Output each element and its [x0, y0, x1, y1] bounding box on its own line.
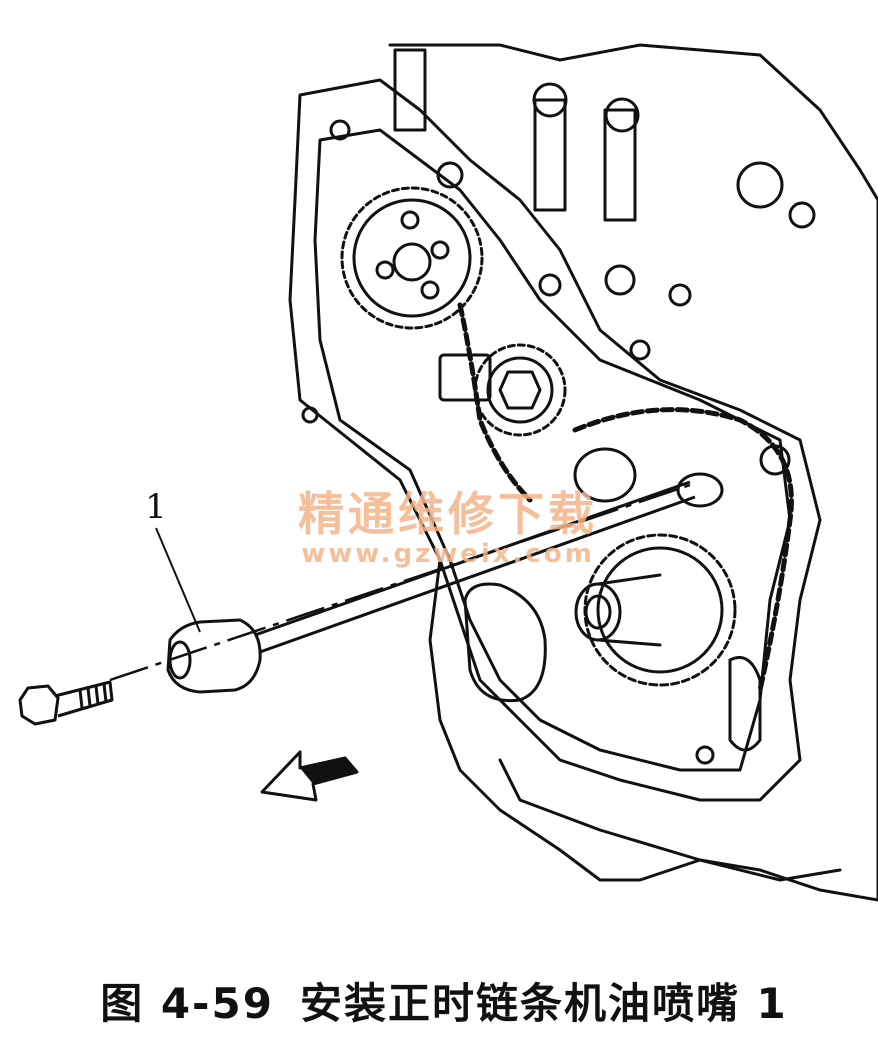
cam-sprocket-outer [340, 186, 484, 330]
engine-block-outline [388, 43, 878, 902]
idler-sprocket [486, 356, 554, 424]
oil-pan-edge [498, 758, 842, 882]
figure-number: 图 4-59 [100, 978, 274, 1028]
oil-nozzle-bore [168, 640, 192, 680]
oil-nozzle-tube [254, 480, 696, 654]
crank-sprocket-outer [583, 533, 737, 687]
idler-bolt [498, 370, 542, 410]
bolt-shank [54, 680, 114, 718]
oil-nozzle-body [166, 618, 262, 694]
figure-caption: 图 4-59 安装正时链条机油喷嘴 1 [0, 960, 878, 1040]
caption-text: 安装正时链条机油喷嘴 1 [299, 978, 788, 1028]
cam-sprocket-hole-4 [420, 280, 440, 300]
stud-1 [393, 48, 427, 132]
bolt-head-4 [788, 201, 816, 229]
cover-bolt-1 [329, 119, 351, 141]
nozzle-bore [676, 472, 724, 508]
chain-tensioner [438, 353, 492, 402]
crank-sprocket [596, 546, 724, 674]
stud-2 [533, 98, 567, 212]
timing-chain-left [457, 302, 533, 503]
bolt-head-2 [604, 97, 640, 133]
cover-bolt-6 [759, 444, 791, 476]
crankshaft-end-inner [584, 594, 612, 630]
oil-pump-housing [463, 582, 547, 703]
cam-sprocket-hole-1 [400, 210, 420, 230]
front-direction-arrow-shade [300, 758, 357, 784]
cam-sprocket-hole-2 [430, 240, 450, 260]
callout-leader-1 [155, 527, 201, 633]
cam-sprocket-hole-3 [375, 260, 395, 280]
bolt-hex-head [18, 684, 60, 726]
cam-sprocket-hub [392, 242, 432, 282]
cover-bolt-4 [604, 264, 636, 296]
nozzle-boss [573, 447, 637, 503]
timing-chain [572, 407, 794, 693]
bolt-head-1 [532, 82, 568, 118]
cover-bolt-5 [668, 283, 692, 307]
engine-timing-diagram: 1 [18, 43, 878, 902]
bolt-thread [78, 683, 108, 709]
lower-slot [728, 656, 762, 752]
stud-3 [603, 108, 637, 222]
crankshaft-collar [596, 573, 662, 647]
cover-bolt-8 [695, 745, 715, 765]
cam-sprocket [352, 198, 472, 318]
timing-cover-outline [288, 78, 822, 802]
cover-bolt-7 [629, 339, 651, 361]
cover-bolt-9 [301, 406, 319, 424]
bolt-head-3 [736, 161, 784, 209]
timing-cover-inner [313, 128, 792, 772]
callout-label-1: 1 [145, 487, 167, 527]
cover-bolt-3 [538, 273, 562, 297]
cover-bolt-2 [436, 161, 464, 189]
